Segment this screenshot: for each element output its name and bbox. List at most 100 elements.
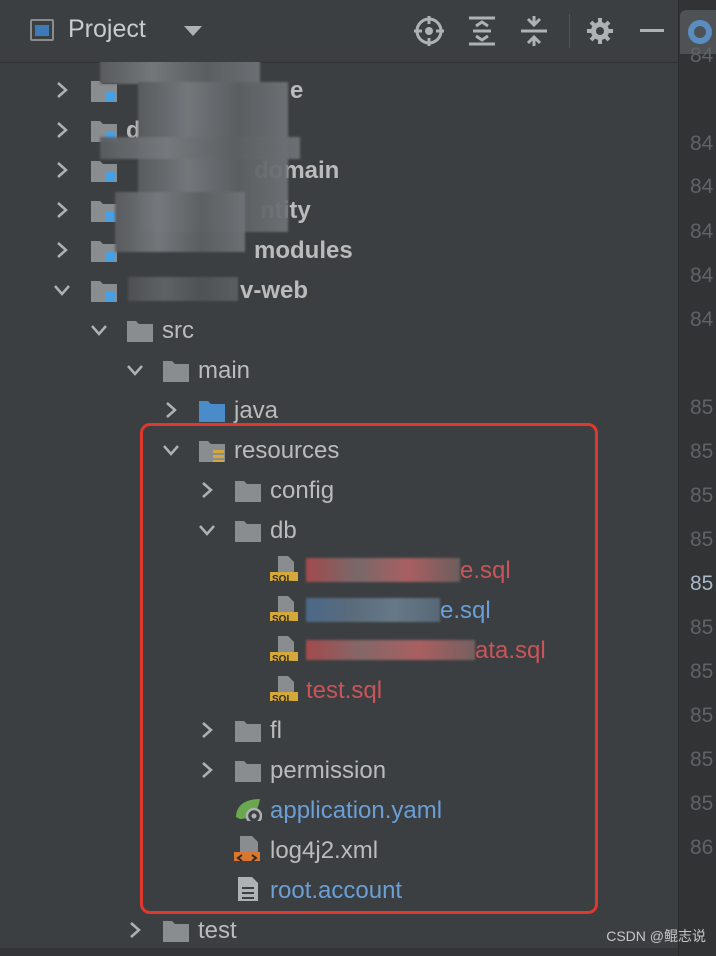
- tree-row-src[interactable]: src: [0, 310, 678, 350]
- source-folder-icon: [199, 401, 225, 422]
- folder-icon: [235, 521, 261, 542]
- editor-gutter: [678, 0, 716, 956]
- redacted-overlay: [306, 558, 460, 582]
- chevron-right-icon[interactable]: [53, 161, 71, 179]
- chevron-right-icon[interactable]: [198, 761, 216, 779]
- line-number: 85: [690, 440, 714, 463]
- toolbar-separator: [569, 14, 570, 48]
- folder-label: db: [270, 517, 297, 544]
- chevron-down-icon[interactable]: [126, 361, 144, 379]
- chevron-right-icon[interactable]: [53, 121, 71, 139]
- svg-text:SQL: SQL: [272, 654, 293, 661]
- chevron-right-icon[interactable]: [162, 401, 180, 419]
- project-title[interactable]: Project: [68, 15, 146, 43]
- tree-row-log4j2-xml[interactable]: log4j2.xml: [0, 830, 678, 870]
- project-window-icon: [30, 19, 54, 41]
- folder-label: fl: [270, 717, 282, 744]
- chevron-right-icon[interactable]: [53, 201, 71, 219]
- tree-row-resources[interactable]: resources: [0, 430, 678, 470]
- folder-label: java: [234, 397, 279, 424]
- line-number: 84: [690, 44, 714, 67]
- chevron-right-icon[interactable]: [53, 81, 71, 99]
- tree-row-application-yaml[interactable]: application.yaml: [0, 790, 678, 830]
- sql-file-icon: SQL: [270, 556, 298, 581]
- project-toolbar: Project: [0, 0, 678, 63]
- svg-text:SQL: SQL: [272, 694, 293, 701]
- line-number: 85: [690, 484, 714, 507]
- svg-text:SQL: SQL: [272, 574, 293, 581]
- tree-row-root-account[interactable]: root.account: [0, 870, 678, 910]
- line-number: 84: [690, 175, 714, 198]
- tree-row-db[interactable]: db: [0, 510, 678, 550]
- line-number: 84: [690, 220, 714, 243]
- tree-row-sql-file[interactable]: SQL test.sql: [0, 670, 678, 710]
- project-tree[interactable]: mmon e d domain ntity modules v-web: [0, 62, 678, 956]
- watermark: CSDN @鲲志说: [606, 928, 706, 944]
- chevron-down-icon[interactable]: [53, 281, 71, 299]
- gear-icon[interactable]: [583, 14, 617, 48]
- chevron-right-icon[interactable]: [126, 921, 144, 939]
- folder-label: resources: [234, 437, 340, 464]
- collapse-all-icon[interactable]: [517, 14, 551, 48]
- dropdown-icon[interactable]: [176, 14, 210, 48]
- sql-file-icon: SQL: [270, 676, 298, 701]
- line-number-current: 85: [690, 572, 714, 595]
- tree-row-config[interactable]: config: [0, 470, 678, 510]
- tree-row-module-expanded[interactable]: v-web: [0, 270, 678, 310]
- module-label-suffix: e: [290, 77, 304, 104]
- tree-row-sql-file[interactable]: SQL ata.sql: [0, 630, 678, 670]
- folder-icon: [235, 481, 261, 502]
- line-number: 85: [690, 792, 714, 815]
- spring-config-icon: [236, 799, 262, 821]
- tree-row-main[interactable]: main: [0, 350, 678, 390]
- module-folder-icon: [91, 241, 117, 262]
- line-number: 85: [690, 660, 714, 683]
- expand-all-icon[interactable]: [465, 14, 499, 48]
- folder-icon: [163, 361, 189, 382]
- chevron-right-icon[interactable]: [53, 241, 71, 259]
- redacted-overlay: [100, 62, 260, 84]
- tree-row-module[interactable]: e: [0, 70, 678, 110]
- module-folder-icon: [91, 201, 117, 222]
- tree-row-sql-file[interactable]: SQL e.sql: [0, 550, 678, 590]
- file-label: root.account: [270, 877, 403, 904]
- folder-icon: [127, 321, 153, 342]
- editor-tab[interactable]: [680, 10, 716, 54]
- chevron-down-icon[interactable]: [90, 321, 108, 339]
- folder-label: config: [270, 477, 335, 504]
- line-number: 84: [690, 264, 714, 287]
- folder-label: permission: [270, 757, 387, 784]
- redacted-overlay: [100, 137, 300, 159]
- line-number: 85: [690, 748, 714, 771]
- tree-row-module[interactable]: modules: [0, 230, 678, 270]
- redacted-overlay: [115, 192, 245, 252]
- tree-row-java[interactable]: java: [0, 390, 678, 430]
- tree-row-test[interactable]: test: [0, 910, 678, 950]
- line-number: 84: [690, 132, 714, 155]
- chevron-right-icon[interactable]: [198, 721, 216, 739]
- line-number: 85: [690, 704, 714, 727]
- resources-folder-icon: [199, 441, 225, 462]
- locate-icon[interactable]: [412, 14, 446, 48]
- text-file-icon: [238, 877, 258, 901]
- redacted-overlay: [128, 277, 238, 301]
- highlight-box: [140, 423, 598, 914]
- line-number: 85: [690, 396, 714, 419]
- folder-label: main: [198, 357, 251, 384]
- redacted-overlay: [306, 598, 440, 622]
- tree-row-fl[interactable]: fl: [0, 710, 678, 750]
- chevron-right-icon[interactable]: [198, 481, 216, 499]
- tree-row-sql-file[interactable]: SQL e.sql: [0, 590, 678, 630]
- folder-label: test: [198, 917, 237, 944]
- chevron-down-icon[interactable]: [198, 521, 216, 539]
- file-label: e.sql: [440, 597, 491, 624]
- module-label: mmon: [266, 62, 338, 67]
- line-number: 85: [690, 616, 714, 639]
- tree-row-module[interactable]: mmon: [0, 62, 678, 72]
- tree-row-permission[interactable]: permission: [0, 750, 678, 790]
- minimize-icon[interactable]: [635, 14, 669, 48]
- tree-row-module[interactable]: ntity: [0, 190, 678, 230]
- chevron-down-icon[interactable]: [162, 441, 180, 459]
- horizontal-scrollbar[interactable]: [0, 948, 678, 956]
- file-label: application.yaml: [270, 797, 443, 824]
